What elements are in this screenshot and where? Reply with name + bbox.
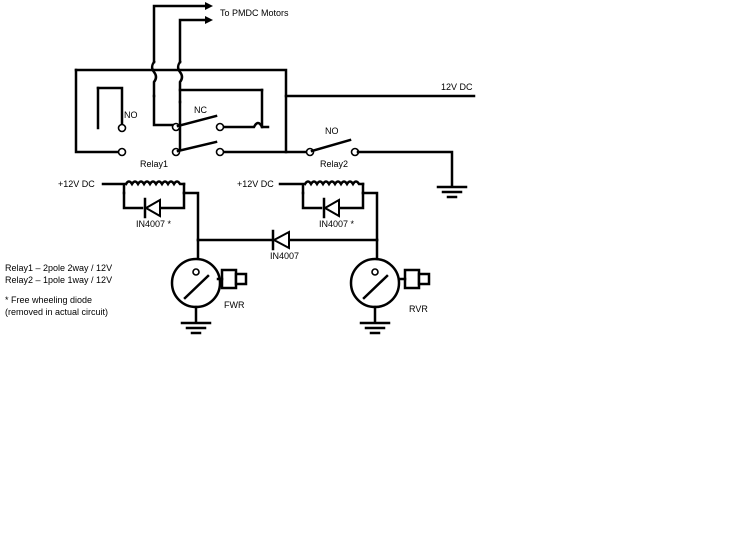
relay2-contact [305,138,468,199]
relay1-nc-upper-terminal [215,122,225,132]
arrow-icon [205,2,213,10]
ground-icon [436,185,468,199]
supply-label: 12V DC [441,82,473,92]
relay1-coil [101,180,200,242]
note-line-2: Relay2 – 1pole 1way / 12V [5,275,112,285]
diode-right-label: IN4007 * [319,219,355,229]
relay1-nc-lower-terminal [215,147,225,157]
relay2-label: Relay2 [320,159,348,169]
diode-icon [143,197,161,219]
reverse-switch [349,238,431,335]
notes: Relay1 – 2pole 2way / 12V Relay2 – 1pole… [5,263,112,317]
plus12-right-label: +12V DC [237,179,274,189]
arrow-icon [205,16,213,24]
coil-icon [124,180,186,187]
plus12-left-label: +12V DC [58,179,95,189]
forward-switch [170,238,248,335]
motor-output-lines [150,2,213,104]
relay1-no-lower-terminal [117,147,127,157]
diode-left-label: IN4007 * [136,219,172,229]
fwr-label: FWR [224,300,245,310]
ground-icon [359,321,391,335]
relay1-contacts [74,68,312,157]
relay1-no-upper-terminal [117,123,127,133]
coil-icon [303,180,365,187]
relay2-coil [278,180,379,242]
diode-icon [322,197,340,219]
note-line-1: Relay1 – 2pole 2way / 12V [5,263,112,273]
pushbutton-switch-icon [349,257,431,309]
relay1-label: Relay1 [140,159,168,169]
diode-mid-label: IN4007 [270,251,299,261]
ground-icon [180,321,212,335]
relay1-no-label: NO [124,110,138,120]
diode-icon [271,229,290,251]
note-line-3: * Free wheeling diode [5,295,92,305]
interlock-diode [196,229,379,251]
motors-label: To PMDC Motors [220,8,289,18]
rvr-label: RVR [409,304,428,314]
note-line-4: (removed in actual circuit) [5,307,108,317]
relay1-nc-label: NC [194,105,207,115]
relay2-no-label: NO [325,126,339,136]
pushbutton-switch-icon [170,257,248,309]
